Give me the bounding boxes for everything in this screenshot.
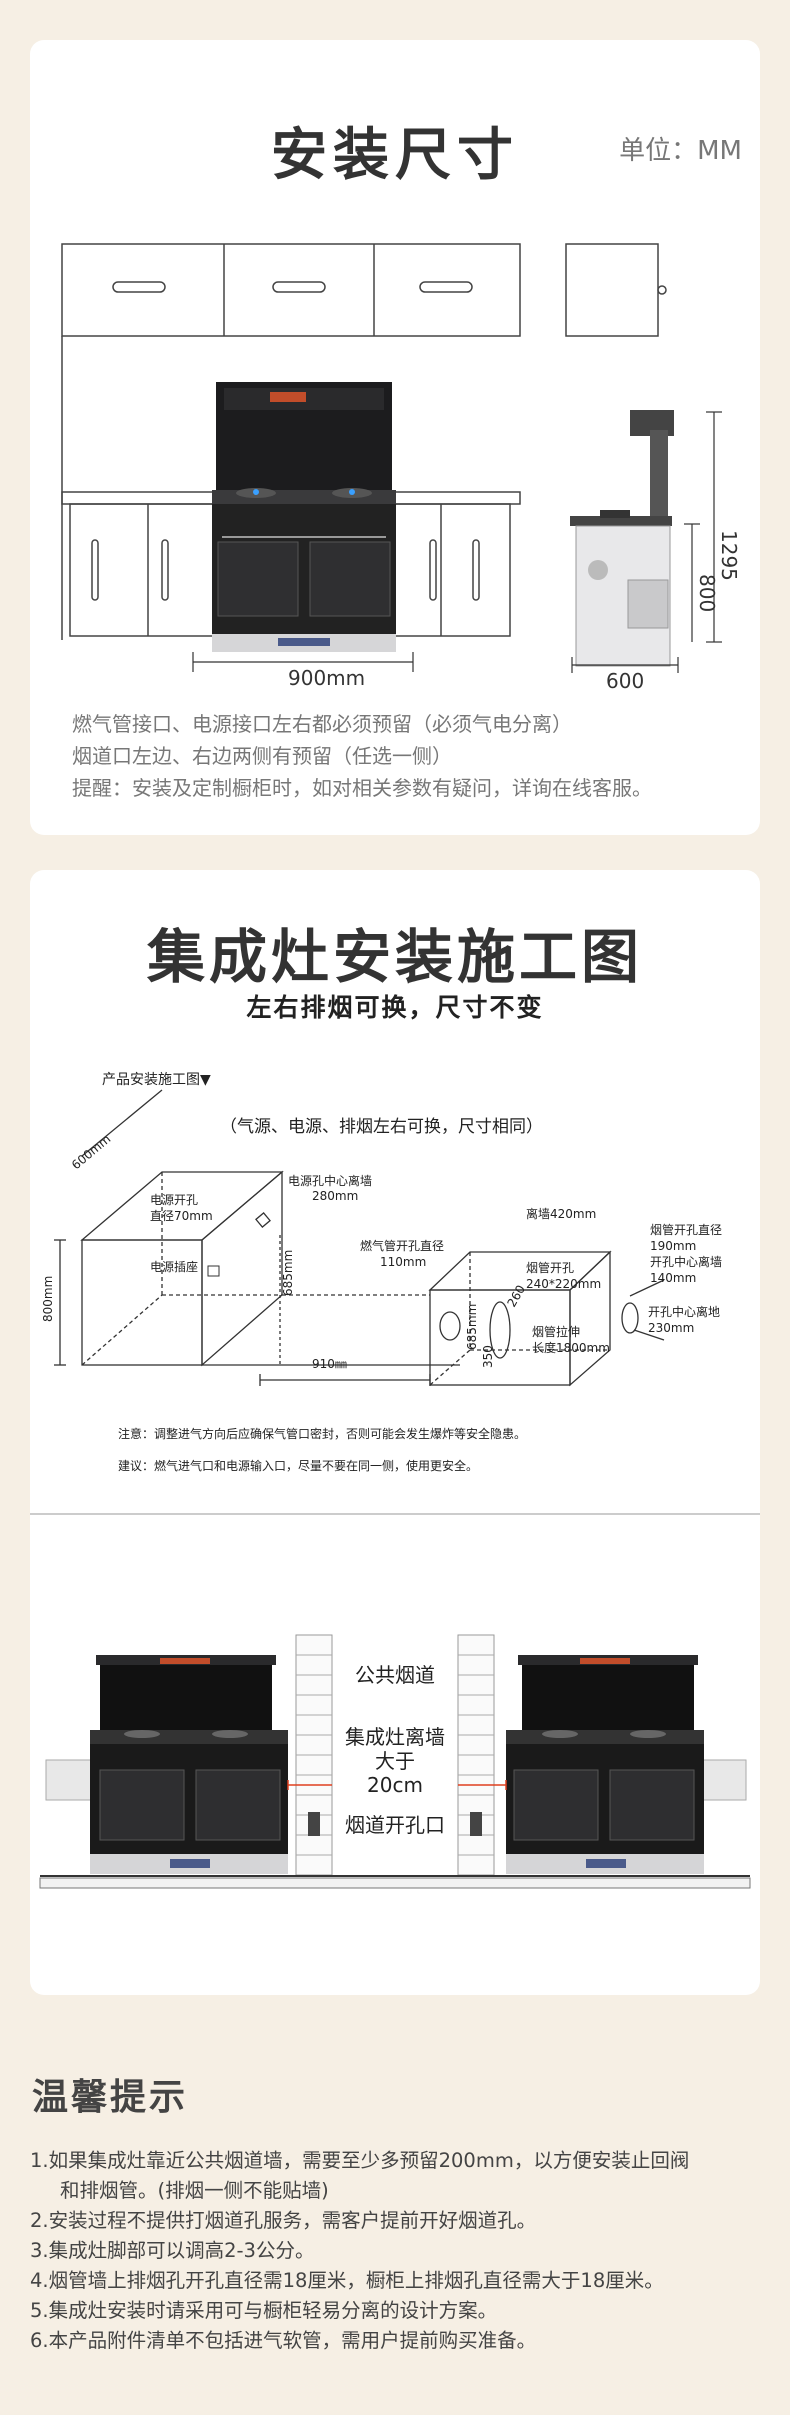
diagram-caption: （气源、电源、排烟左右可换，尺寸相同） [220,1117,543,1137]
flue-label: 公共烟道 [355,1663,435,1687]
depth-dim: 600 [606,669,644,693]
tip-item: 5.集成灶安装时请采用可与橱柜轻易分离的设计方案。 [30,2299,498,2322]
section-subtitle: 左右排烟可换，尺寸不变 [246,993,544,1022]
label-smoke-dia-val: 190mm [650,1239,696,1253]
label-smoke-center: 开孔中心离墙 [650,1254,722,1269]
tips-list: 1.如果集成灶靠近公共烟道墙，需要至少多预留200mm，以方便安装止回阀 和排烟… [30,2146,770,2356]
height-dim: 1295 [717,530,741,581]
label-power-hole-dia: 直径70mm [150,1209,213,1223]
opening-label: 烟道开孔口 [345,1813,445,1837]
install-dimensions-card: 安装尺寸 单位：MM [30,40,760,835]
tip-item: 和排烟管。(排烟一侧不能贴墙) [60,2179,329,2202]
tip-item: 1.如果集成灶靠近公共烟道墙，需要至少多预留200mm，以方便安装止回阀 [30,2149,690,2172]
label-pipe-hole-val: 240*220mm [526,1277,601,1291]
distance-label-1: 集成灶离墙 [345,1725,445,1749]
label-350: 350 [481,1345,495,1368]
label-685b: 685mm [465,1304,479,1350]
install-scene [39,1634,751,1889]
label-685a: 685mm [281,1250,295,1296]
label-smoke-center-val: 140mm [650,1271,696,1285]
label-pipe-ext-val: 长度1800mm [532,1340,610,1355]
diagram-title: 产品安装施工图▼ [102,1072,211,1088]
label-power-center: 电源孔中心离墙 [288,1173,372,1188]
note-line: 燃气管接口、电源接口左右都必须预留（必须气电分离） [72,712,572,736]
install-notes: 燃气管接口、电源接口左右都必须预留（必须气电分离） 烟道口左边、右边两侧有预留（… [72,708,652,804]
label-gas-hole: 燃气管开孔直径 [360,1238,444,1253]
label-smoke-ground-val: 230mm [648,1321,694,1335]
label-800: 800mm [41,1276,55,1322]
label-smoke-dia: 烟管开孔直径 [650,1222,722,1237]
label-pipe-ext: 烟管拉伸 [532,1324,580,1339]
stove-front [212,382,396,652]
note-line: 烟道口左边、右边两侧有预留（任选一侧） [72,744,452,768]
label-power-hole: 电源开孔 [150,1193,198,1207]
label-power-center-val: 280mm [312,1189,358,1203]
tip-item: 4.烟管墙上排烟孔开孔直径需18厘米，橱柜上排烟孔直径需大于18厘米。 [30,2269,664,2292]
construction-drawing: 产品安装施工图▼ （气源、电源、排烟左右可换，尺寸相同） [30,1072,760,1889]
tip-item: 3.集成灶脚部可以调高2-3公分。 [30,2239,315,2262]
label-smoke-ground: 开孔中心离地 [648,1304,720,1319]
label-pipe-hole: 烟管开孔 [526,1260,574,1275]
label-600: 600mm [69,1132,113,1172]
construction-diagram-card: 集成灶安装施工图 左右排烟可换，尺寸不变 产品安装施工图▼ （气源、电源、排烟左… [30,870,760,1995]
stove-side [570,410,674,667]
unit-label: 单位：MM [619,136,742,166]
dimension-drawing: 900mm 1295 800 600 [61,243,741,693]
note-line: 提醒：安装及定制橱柜时，如对相关参数有疑问，详询在线客服。 [72,776,652,800]
label-wall420: 离墙420mm [526,1206,596,1221]
section-title: 安装尺寸 [271,123,519,188]
warning-text: 注意：调整进气方向后应确保气管口密封，否则可能会发生爆炸等安全隐患。 [118,1426,526,1441]
label-gas-hole-val: 110mm [380,1255,426,1269]
distance-label-3: 20cm [367,1773,423,1797]
distance-label-2: 大于 [375,1749,415,1773]
width-dim: 900mm [288,666,365,690]
section-title: 集成灶安装施工图 [146,923,643,991]
label-power-socket: 电源插座 [150,1259,198,1274]
tips-title: 温馨提示 [32,2077,189,2118]
label-260: 260 [504,1283,528,1310]
tip-item: 6.本产品附件清单不包括进气软管，需用户提前购买准备。 [30,2329,537,2352]
tip-item: 2.安装过程不提供打烟道孔服务，需客户提前开好烟道孔。 [30,2209,537,2232]
counter-height-dim: 800 [695,574,719,612]
advice-text: 建议：燃气进气口和电源输入口，尽量不要在同一侧，使用更安全。 [118,1458,478,1473]
label-910: 910㎜ [312,1357,347,1371]
